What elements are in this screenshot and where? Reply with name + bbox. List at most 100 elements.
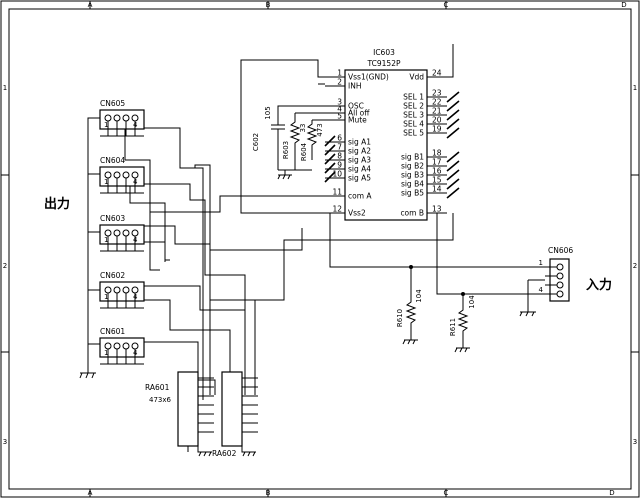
ic-pin-name: sig B5 (401, 189, 424, 198)
r603-label: R603 (282, 141, 290, 159)
r603-value: 33 (299, 124, 307, 133)
cn603-pin1: 1 (104, 236, 108, 244)
ic-pin-name: Vss2 (348, 209, 366, 218)
col-label-c-bottom: C (444, 489, 449, 497)
ic-pin-number: 10 (332, 170, 342, 179)
ic-pin-number: 7 (337, 143, 342, 152)
row-label-1-left: 1 (3, 84, 7, 92)
ic-pin-name: com A (348, 192, 372, 201)
r610-resistor: R610 104 (396, 265, 423, 345)
ic-pin-number: 12 (332, 205, 342, 214)
ic-pin-name: Vdd (409, 73, 424, 82)
ic-pin-name: INH (348, 82, 361, 91)
cn603-pin4: 4 (133, 236, 138, 244)
ic-pin-number: 24 (432, 69, 442, 78)
ic-pin-number: 21 (432, 107, 442, 116)
ic-pin-number: 4 (337, 105, 342, 114)
cn603-label: CN603 (100, 214, 125, 223)
cn602-pin4: 4 (133, 293, 138, 301)
r604-value: 473 (316, 123, 324, 136)
r610-label: R610 (396, 309, 404, 327)
cn604-connector: CN604 1 4 (99, 156, 145, 194)
col-label-c-top: C (444, 1, 449, 9)
ic-pin-name: SEL 1 (403, 93, 424, 102)
ra602-array: RA602 (212, 371, 256, 458)
ic-pin-name: sig A4 (348, 165, 371, 174)
ic-pin-name: sig A2 (348, 147, 371, 156)
col-label-b-bottom: B (266, 489, 271, 497)
ic-pin-stub (446, 127, 460, 139)
ic-pin-name: Vss1(GND) (348, 73, 389, 82)
ic-pin-stub (324, 171, 336, 183)
ic-pin-number: 13 (432, 205, 442, 214)
ic-pin-number: 22 (432, 98, 442, 107)
col-label-a-top: A (88, 1, 93, 9)
ic-pin-number: 2 (337, 78, 342, 87)
ic-pin-stub (446, 109, 460, 121)
wiring (87, 44, 545, 400)
ic-pin-name: sig B2 (401, 162, 424, 171)
r611-value: 104 (468, 295, 476, 309)
cn602-pin1: 1 (104, 293, 108, 301)
ic-pin-number: 23 (432, 89, 442, 98)
cn605-label: CN605 (100, 99, 125, 108)
ic-pin-name: OSC (348, 102, 364, 111)
ic-pin-name: SEL 4 (403, 120, 424, 129)
ic-body (344, 69, 428, 221)
cn605-pin1: 1 (104, 121, 108, 129)
row-label-2-right: 2 (633, 262, 637, 270)
cn605-pin4: 4 (133, 121, 138, 129)
r611-label: R611 (449, 318, 457, 336)
ic-pin-number: 16 (432, 167, 442, 176)
cn601-pin4: 4 (133, 349, 138, 357)
cn604-label: CN604 (100, 156, 125, 165)
cn606-label: CN606 (548, 246, 573, 255)
ic-pin-name: SEL 2 (403, 102, 424, 111)
ic-pin-name: sig B3 (401, 171, 424, 180)
ic-pin-number: 3 (337, 98, 342, 107)
cn604-pin4: 4 (133, 178, 138, 186)
ic-pin-number: 8 (337, 152, 342, 161)
ic-pin-stub (324, 162, 336, 174)
cn606-pin1: 1 (539, 259, 543, 267)
ic-pin-number: 20 (432, 116, 442, 125)
ic-pin-stub (446, 151, 460, 163)
r610-value: 104 (415, 289, 423, 303)
ic-pin-name: SEL 3 (403, 111, 424, 120)
col-label-b-top: B (266, 1, 271, 9)
ic-pin-stub (446, 91, 460, 103)
ra601-label: RA601 (145, 383, 170, 392)
cn603-connector: CN603 1 4 (99, 214, 145, 252)
ic-pin-stub (324, 153, 336, 165)
ic-pin-stub (446, 187, 460, 199)
ic-pin-number: 17 (432, 158, 442, 167)
row-label-1-right: 1 (633, 84, 637, 92)
row-label-3-right: 3 (633, 438, 637, 446)
ic-part: TC9152P (367, 59, 401, 68)
ic-pin-number: 15 (432, 176, 442, 185)
ic-pin-stub (446, 169, 460, 181)
ic-pin-stub (446, 178, 460, 190)
ic-ref: IC603 (373, 48, 395, 57)
ra602-label: RA602 (212, 449, 237, 458)
ic-pin-number: 1 (337, 69, 342, 78)
ic-pin-number: 18 (432, 149, 442, 158)
ic-pin-number: 9 (337, 161, 342, 170)
ic-pin-number: 6 (337, 134, 342, 143)
row-label-2-left: 2 (3, 262, 7, 270)
row-label-3-left: 3 (3, 438, 7, 446)
ic-pin-stub (324, 135, 336, 147)
c602-label: C602 (252, 133, 260, 151)
cn606-connector: CN606 1 4 (519, 246, 573, 317)
ic-pin-stub (324, 144, 336, 156)
r604-resistor: R604 473 (300, 120, 324, 161)
resistor-array-pins (198, 377, 258, 433)
col-label-a-bottom: A (88, 489, 93, 497)
ground-osc (277, 169, 312, 180)
cn604-pin1: 1 (104, 178, 108, 186)
